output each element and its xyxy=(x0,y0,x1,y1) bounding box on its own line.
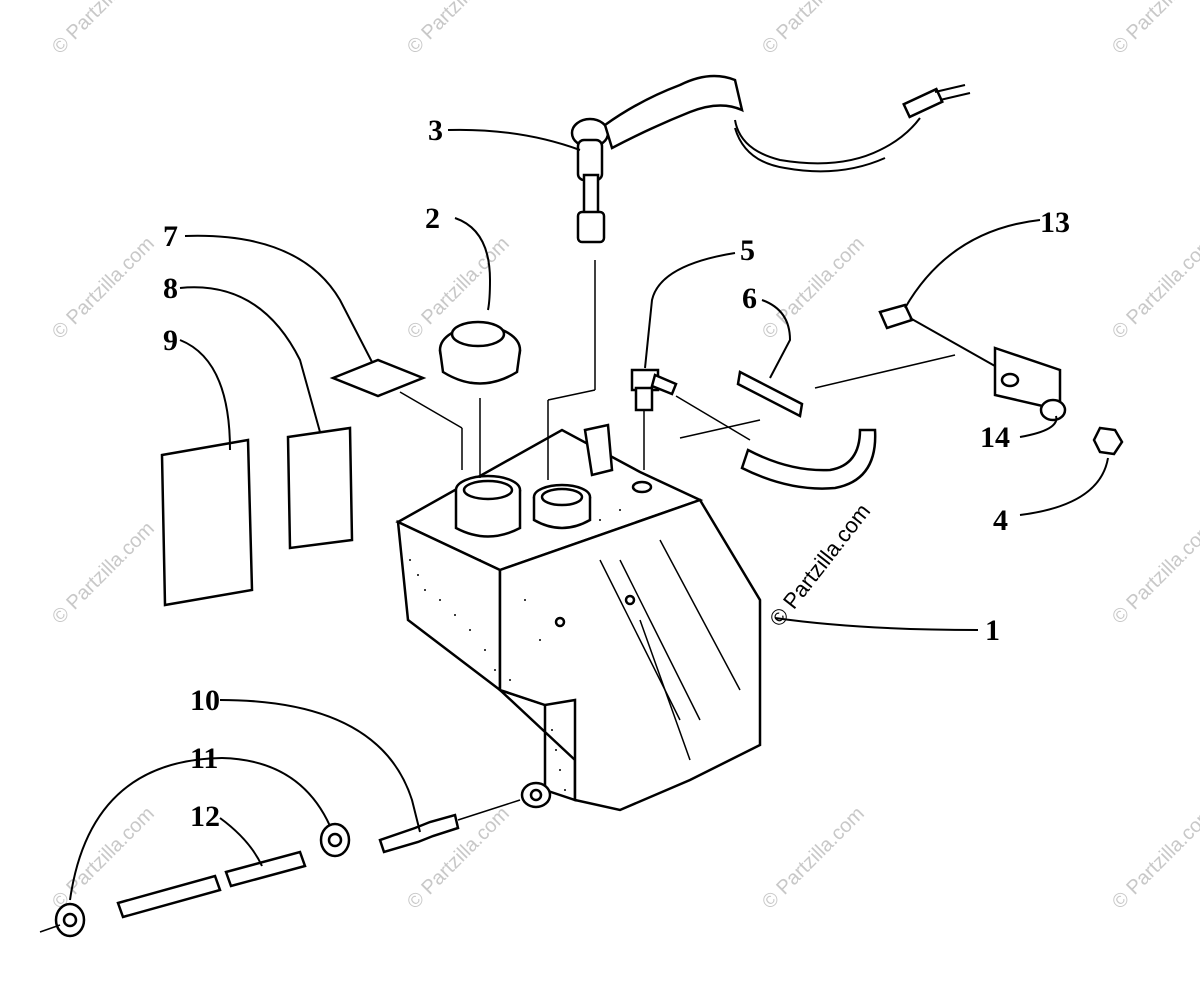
leader-lines xyxy=(69,128,1109,901)
callout-3: 3 xyxy=(428,114,443,147)
watermark: © Partzilla.com xyxy=(758,803,869,914)
callout-labels: 1 2 3 4 5 6 7 8 9 10 11 12 13 14 xyxy=(163,114,1070,833)
callout-11: 11 xyxy=(190,742,218,775)
mount-bracket xyxy=(878,303,1124,456)
callout-13: 13 xyxy=(1040,206,1070,239)
outlet-line xyxy=(39,799,521,938)
callout-2: 2 xyxy=(425,202,440,235)
watermark: © Partzilla.com xyxy=(48,233,159,344)
watermark: © Partzilla.com xyxy=(758,233,869,344)
watermark: © Partzilla.com xyxy=(48,0,159,59)
callout-8: 8 xyxy=(163,272,178,305)
watermark: © Partzilla.com xyxy=(1108,803,1200,914)
watermark: © Partzilla.com xyxy=(403,0,514,59)
callout-14: 14 xyxy=(980,421,1010,454)
callout-1: 1 xyxy=(985,614,1000,647)
center-watermark: © Partzilla.com xyxy=(764,499,875,631)
tank-shading xyxy=(409,509,621,791)
filler-cap xyxy=(438,320,522,478)
watermark: © Partzilla.com xyxy=(1108,518,1200,629)
watermark: © Partzilla.com xyxy=(1108,233,1200,344)
callout-12: 12 xyxy=(190,800,220,833)
callout-10: 10 xyxy=(190,684,220,717)
watermark: © Partzilla.com xyxy=(48,518,159,629)
elbow-fitting xyxy=(630,368,678,470)
decals xyxy=(160,358,463,607)
callout-4: 4 xyxy=(993,504,1008,537)
hose xyxy=(675,354,956,490)
level-sender xyxy=(547,74,971,480)
callout-7: 7 xyxy=(163,220,178,253)
oil-tank xyxy=(395,423,762,812)
callout-5: 5 xyxy=(740,234,755,267)
callout-9: 9 xyxy=(163,324,178,357)
watermark: © Partzilla.com xyxy=(758,0,869,59)
callout-6: 6 xyxy=(742,282,757,315)
watermark: © Partzilla.com xyxy=(1108,0,1200,59)
